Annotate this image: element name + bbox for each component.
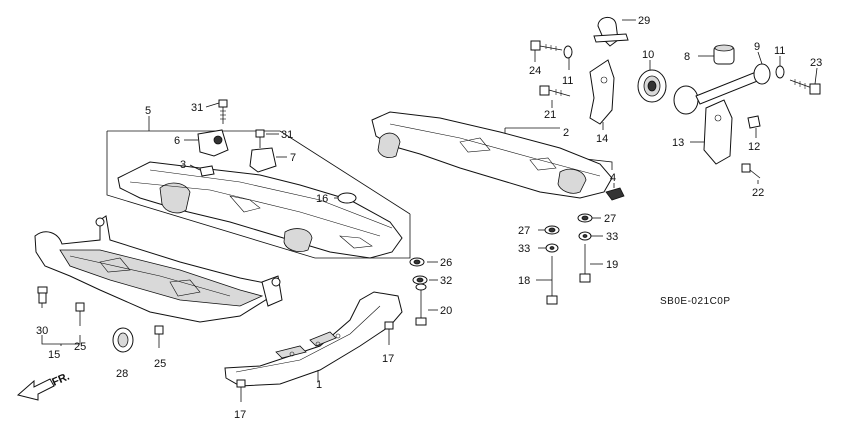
washer-11b-icon: [775, 65, 785, 79]
clamp-29-icon: [593, 17, 629, 47]
mount-6-icon: [197, 129, 229, 157]
bolt-25a-icon: [75, 302, 85, 326]
callout-27b: 27: [604, 213, 616, 225]
callout-5: 5: [145, 105, 151, 117]
nut-12-icon: [747, 115, 761, 129]
callout-25a: 25: [74, 341, 86, 353]
bracket-14-icon: [589, 59, 615, 125]
callout-24: 24: [529, 65, 541, 77]
callout-17a: 17: [382, 353, 394, 365]
callout-2: 2: [563, 127, 569, 139]
bushing-10-icon: [637, 69, 667, 103]
callout-17b: 17: [234, 409, 246, 421]
bolt-30-icon: [37, 286, 48, 308]
front-subframe-group: [106, 99, 411, 259]
bushing-28-icon: [112, 327, 134, 353]
callout-12: 12: [748, 141, 760, 153]
callout-33b: 33: [606, 231, 618, 243]
washer-33b-icon: [578, 231, 592, 241]
lower-cradle-group: [34, 215, 283, 353]
callout-7: 7: [290, 152, 296, 164]
callout-9: 9: [754, 41, 760, 53]
callout-27a: 27: [518, 225, 530, 237]
callout-labels: 1 2 3 4 5 6 7 8 9 10 11 11 12 13 14 15 1…: [36, 15, 822, 421]
rear-mount-parts-group: [530, 17, 821, 184]
plug-16-icon: [337, 192, 357, 204]
bolt-31b-icon: [255, 129, 265, 148]
callout-10: 10: [642, 49, 654, 61]
callout-30: 30: [36, 325, 48, 337]
bolt-21-icon: [539, 85, 571, 97]
callout-11a: 11: [562, 75, 573, 87]
callout-21: 21: [544, 109, 556, 121]
bracket-7-icon: [249, 147, 277, 173]
callout-26: 26: [440, 257, 452, 269]
washer-11a-icon: [563, 45, 573, 59]
bolt-23-icon: [789, 79, 821, 95]
callout-20: 20: [440, 305, 452, 317]
callout-6: 6: [174, 135, 180, 147]
callout-22: 22: [752, 187, 764, 199]
callout-16: 16: [316, 193, 328, 205]
front-direction-label: FR.: [50, 371, 71, 389]
callout-15: 15: [48, 349, 60, 361]
callout-25b: 25: [154, 358, 166, 370]
washer-33a-icon: [545, 243, 559, 253]
bolt-17b-icon: [236, 379, 246, 402]
callout-29: 29: [638, 15, 650, 27]
callout-28: 28: [116, 368, 128, 380]
bolt-18-icon: [546, 256, 558, 305]
callout-4: 4: [610, 172, 616, 184]
callout-3: 3: [180, 159, 186, 171]
bolt-22-icon: [741, 163, 761, 179]
callout-23: 23: [810, 57, 822, 69]
diagram-code: SB0E-021C0P: [660, 296, 731, 307]
bolt-20-icon: [415, 283, 427, 326]
callout-11b: 11: [774, 45, 785, 57]
callout-31b: 31: [281, 129, 293, 141]
bolt-25b-icon: [154, 325, 164, 348]
bolt-24-icon: [530, 40, 563, 51]
bracket-13-icon: [703, 99, 733, 165]
callout-32: 32: [440, 275, 452, 287]
callout-33a: 33: [518, 243, 530, 255]
clip-3-icon: [199, 165, 215, 177]
washer-27a-icon: [544, 225, 560, 235]
bolt-31a-icon: [218, 99, 228, 124]
rear-subframe-group: [371, 111, 625, 305]
washer-32-icon: [412, 275, 428, 285]
bolt-17a-icon: [384, 321, 394, 345]
callout-14: 14: [596, 133, 608, 145]
callout-1: 1: [316, 379, 322, 391]
callout-18: 18: [518, 275, 530, 287]
rod-9-icon: [673, 63, 771, 115]
callout-8: 8: [684, 51, 690, 63]
bolt-19-icon: [579, 244, 591, 283]
center-beam-group: [224, 257, 438, 402]
washer-27b-icon: [577, 213, 593, 223]
callout-31a: 31: [191, 102, 203, 114]
front-direction-arrow: FR.: [16, 371, 71, 401]
washer-26-icon: [409, 257, 425, 267]
callout-13: 13: [672, 137, 684, 149]
bushing-8-icon: [713, 44, 735, 65]
cap-4-icon: [605, 187, 625, 201]
callout-19: 19: [606, 259, 618, 271]
